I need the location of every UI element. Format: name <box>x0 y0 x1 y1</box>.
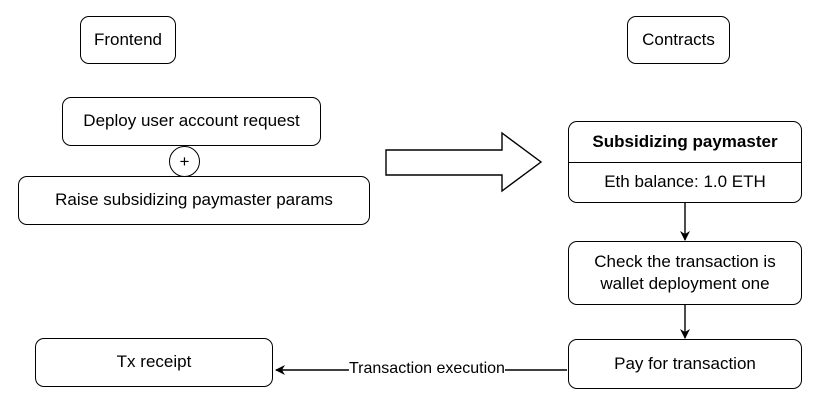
frontend-column-label: Frontend <box>93 29 163 49</box>
subsidizing-paymaster-box: Subsidizing paymaster Eth balance: 1.0 E… <box>568 121 802 203</box>
paymaster-title: Subsidizing paymaster <box>569 122 801 163</box>
pay-label: Pay for transaction <box>614 353 756 373</box>
deploy-request-box: Deploy user account request <box>62 97 321 146</box>
frontend-column-header: Frontend <box>80 16 176 64</box>
tx-receipt-label: Tx receipt <box>116 352 192 372</box>
deploy-request-label: Deploy user account request <box>83 111 300 131</box>
contracts-column-label: Contracts <box>642 29 715 49</box>
plus-label: + <box>179 151 190 171</box>
flow-block-arrow <box>385 131 543 193</box>
plus-icon: + <box>169 146 200 177</box>
paymaster-params-box: Raise subsidizing paymaster params <box>18 176 370 225</box>
tx-receipt-box: Tx receipt <box>35 338 273 387</box>
pay-for-transaction-box: Pay for transaction <box>568 339 802 389</box>
check-line-1: Check the transaction is <box>594 251 776 271</box>
eth-balance: Eth balance: 1.0 ETH <box>604 172 766 191</box>
paymaster-params-label: Raise subsidizing paymaster params <box>55 190 333 210</box>
transaction-execution-label: Transaction execution <box>349 360 505 378</box>
check-line-2: wallet deployment one <box>600 274 770 293</box>
check-transaction-box: Check the transaction is wallet deployme… <box>568 241 802 305</box>
contracts-column-header: Contracts <box>627 16 730 64</box>
